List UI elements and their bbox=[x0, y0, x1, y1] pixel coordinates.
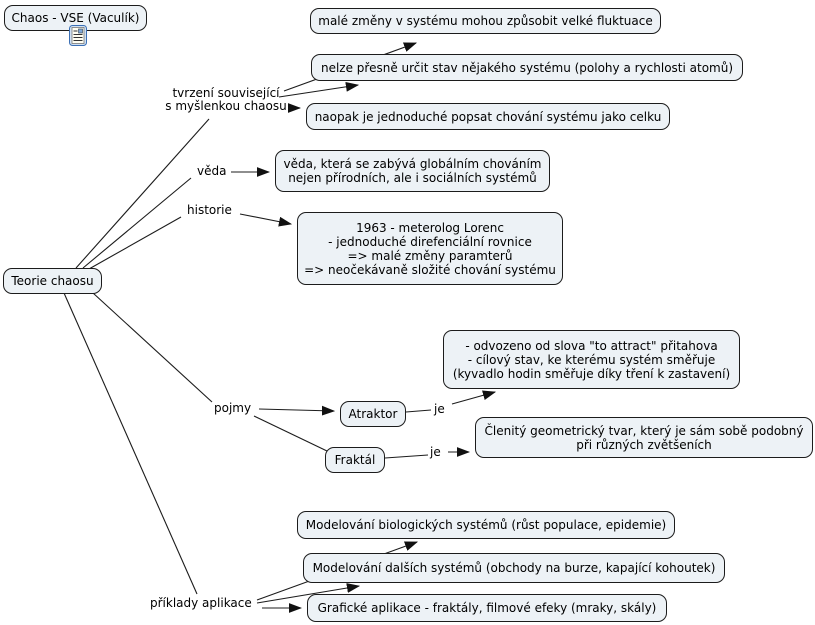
concept-node-atraktor-definition[interactable]: - odvozeno od slova "to attract" přitaho… bbox=[443, 330, 740, 389]
concept-node-history-definition[interactable]: 1963 - meterolog Lorenc - jednoduché dir… bbox=[297, 212, 563, 285]
concept-node-fraktal[interactable]: Fraktál bbox=[325, 447, 385, 473]
connector bbox=[256, 583, 361, 604]
concept-node-biological-models[interactable]: Modelování biologických systémů (růst po… bbox=[297, 511, 675, 539]
connector bbox=[63, 292, 198, 595]
concept-node-fluctuations[interactable]: malé změny v systému mohou způsobit velk… bbox=[310, 8, 661, 34]
resource-document-icon[interactable] bbox=[69, 25, 87, 46]
concept-node-root-teorie-chaosu[interactable]: Teorie chaosu bbox=[3, 268, 102, 294]
connector bbox=[253, 415, 328, 452]
connector bbox=[92, 292, 213, 403]
concept-node-graphics-applications[interactable]: Grafické aplikace - fraktály, filmové ef… bbox=[307, 594, 667, 622]
connector bbox=[82, 177, 192, 269]
linking-phrase-priklady-aplikace[interactable]: příklady aplikace bbox=[150, 596, 252, 610]
linking-phrase-je-fraktal[interactable]: je bbox=[430, 445, 441, 459]
linking-phrase-pojmy[interactable]: pojmy bbox=[214, 401, 252, 415]
linking-phrase-tvrzeni-souvisejici[interactable]: tvrzení související s myšlenkou chaosu bbox=[165, 86, 287, 113]
connector bbox=[75, 118, 210, 269]
connector bbox=[88, 216, 182, 270]
connector bbox=[384, 454, 429, 459]
connector bbox=[258, 405, 336, 416]
linking-phrase-historie[interactable]: historie bbox=[187, 203, 232, 217]
concept-node-uncertainty[interactable]: nelze přesně určit stav nějakého systému… bbox=[311, 54, 743, 81]
connector bbox=[405, 409, 432, 413]
connector bbox=[239, 213, 293, 227]
connector bbox=[451, 390, 497, 405]
resource-document-icon-glyph bbox=[69, 25, 87, 46]
concept-node-science-definition[interactable]: věda, která se zabývá globálním chováním… bbox=[275, 150, 550, 192]
concept-node-whole-system[interactable]: naopak je jednoduché popsat chování syst… bbox=[306, 103, 670, 130]
concept-node-atraktor[interactable]: Atraktor bbox=[340, 401, 406, 427]
linking-phrase-je-atraktor[interactable]: je bbox=[434, 402, 445, 416]
linking-phrase-veda[interactable]: věda bbox=[197, 164, 227, 178]
concept-node-other-models[interactable]: Modelování dalších systémů (obchody na b… bbox=[303, 553, 725, 583]
connector bbox=[278, 81, 360, 98]
concept-node-fraktal-definition[interactable]: Členitý geometrický tvar, který je sám s… bbox=[475, 417, 813, 458]
